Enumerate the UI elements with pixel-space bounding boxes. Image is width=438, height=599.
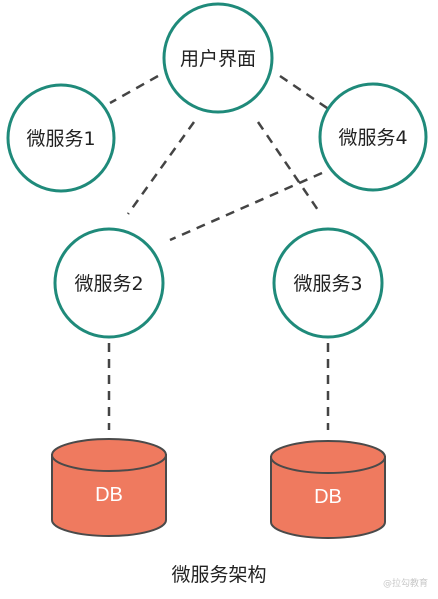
node-svc2-circle	[53, 227, 165, 339]
node-svc4-circle	[318, 82, 428, 192]
node-svc3-label: 微服务3	[293, 273, 362, 295]
connector-ui-svc1	[109, 74, 159, 105]
node-svc2-label: 微服务2	[74, 273, 143, 295]
watermark: @拉勾教育	[382, 579, 428, 589]
node-svc2: 微服务2	[53, 227, 165, 339]
db-left-top	[51, 438, 167, 472]
db-right-label: DB	[314, 486, 342, 508]
node-ui-circle	[162, 2, 274, 114]
node-svc4: 微服务4	[318, 82, 428, 192]
node-svc3-circle	[272, 227, 384, 339]
db-right: DB	[270, 440, 386, 539]
node-svc4-label: 微服务4	[338, 127, 407, 149]
node-svc3: 微服务3	[272, 227, 384, 339]
diagram-caption: 微服务架构	[171, 564, 267, 586]
db-left-body	[51, 454, 167, 537]
db-right-top	[270, 440, 386, 474]
connector-svc4-svc2	[169, 171, 323, 242]
connector-ui-svc4	[279, 74, 331, 112]
connectors	[107, 74, 331, 430]
node-svc1-circle	[6, 83, 116, 193]
connector-ui-svc3	[256, 121, 322, 214]
node-svc1: 微服务1	[6, 83, 116, 193]
db-left-label: DB	[95, 484, 123, 506]
connector-ui-svc2	[126, 121, 196, 215]
db-left: DB	[51, 438, 167, 537]
db-right-body	[270, 456, 386, 539]
node-ui: 用户界面	[162, 2, 274, 114]
node-svc1-label: 微服务1	[26, 128, 95, 150]
node-ui-label: 用户界面	[180, 48, 256, 70]
